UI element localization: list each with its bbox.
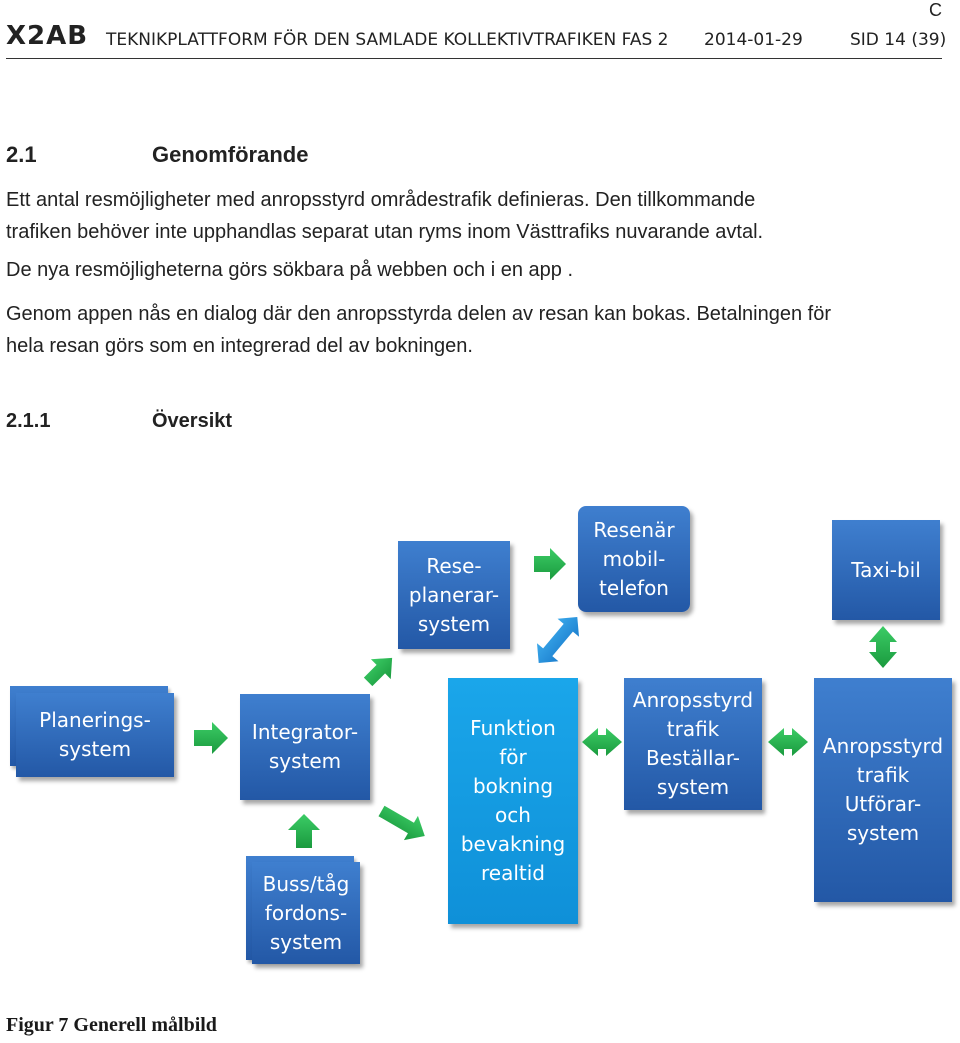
arrow-resenar-funktion bbox=[536, 617, 580, 663]
subsection-title: Översikt bbox=[152, 410, 233, 432]
paragraph-3: Genom appen nås en dialog där den anrops… bbox=[6, 303, 831, 357]
paragraph-2: De nya resmöjligheterna görs sökbara på … bbox=[6, 259, 574, 281]
integrator-label: Integrator- system bbox=[251, 720, 359, 773]
bestallar-box: Anropsstyrd trafik Beställar- system bbox=[624, 678, 762, 810]
arrow-integrator-to-funktion bbox=[378, 805, 425, 841]
figure-caption: Figur 7 Generell målbild bbox=[6, 1014, 217, 1036]
planering-label: Planerings- system bbox=[39, 708, 151, 761]
utforar-label: Anropsstyrd trafik Utförar- system bbox=[822, 734, 944, 845]
arrow-buss-to-integrator bbox=[288, 814, 320, 848]
arrow-funktion-bestallar bbox=[582, 728, 622, 756]
header-divider bbox=[6, 58, 942, 59]
integrator-box: Integrator- system bbox=[240, 694, 370, 800]
page-number: SID 14 (39) bbox=[850, 30, 947, 50]
utforar-box: Anropsstyrd trafik Utförar- system bbox=[814, 678, 952, 902]
funktion-box: Funktion för bokning och bevakning realt… bbox=[448, 678, 578, 924]
buss-box: Buss/tåg fordons- system bbox=[252, 862, 360, 964]
section-number: 2.1 bbox=[6, 142, 37, 167]
funktion-label: Funktion för bokning och bevakning realt… bbox=[460, 716, 566, 885]
arrow-reseplanerar-to-resenar bbox=[534, 548, 566, 580]
subsection-number: 2.1.1 bbox=[6, 410, 51, 432]
resenar-box: Resenär mobil- telefon bbox=[578, 506, 690, 612]
corner-mark: C bbox=[929, 0, 942, 20]
company-logo: X2AB bbox=[6, 21, 89, 51]
arrow-integrator-to-reseplanerar bbox=[363, 657, 393, 687]
taxi-box: Taxi-bil bbox=[832, 520, 940, 620]
resenar-label: Resenär mobil- telefon bbox=[593, 517, 675, 600]
bestallar-label: Anropsstyrd trafik Beställar- system bbox=[632, 688, 754, 799]
arrow-planering-to-integrator bbox=[194, 722, 228, 754]
taxi-label: Taxi-bil bbox=[851, 557, 921, 582]
document-title: TEKNIKPLATTFORM FÖR DEN SAMLADE KOLLEKTI… bbox=[106, 30, 669, 50]
document-date: 2014-01-29 bbox=[704, 30, 803, 50]
section-title: Genomförande bbox=[152, 142, 309, 167]
arrow-taxi-utforar bbox=[869, 626, 897, 668]
arrow-bestallar-utforar bbox=[768, 728, 808, 756]
reseplanerar-box: Rese- planerar- system bbox=[398, 541, 510, 649]
paragraph-1: Ett antal resmöjligheter med anropsstyrd… bbox=[6, 189, 764, 243]
buss-label: Buss/tåg fordons- system bbox=[262, 871, 350, 954]
reseplanerar-label: Rese- planerar- system bbox=[408, 553, 500, 636]
planering-box: Planerings- system bbox=[16, 693, 174, 777]
